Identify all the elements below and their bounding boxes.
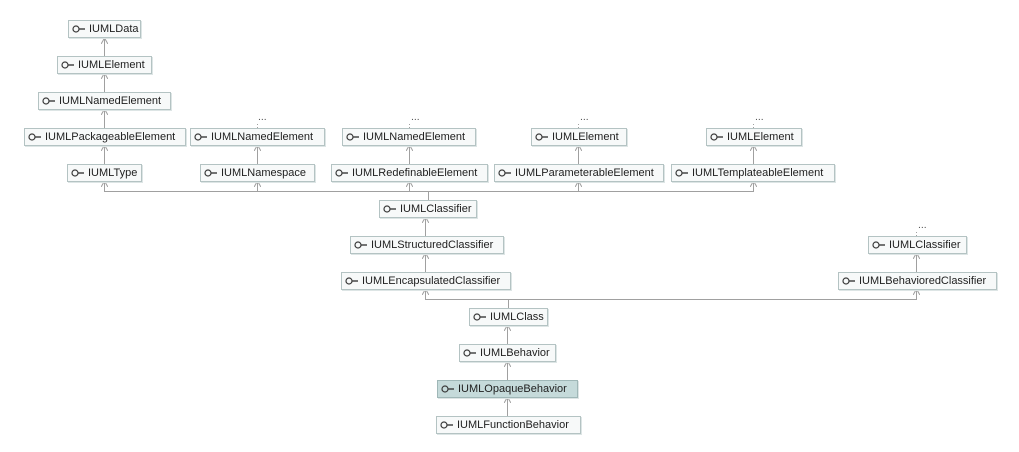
ellipsis-element-2: ... [580,113,589,123]
node-iumlpackageableelement[interactable]: IUMLPackageableElement [24,128,186,146]
node-label: IUMLPackageableElement [45,131,176,143]
interface-icon [675,169,688,177]
interface-icon [354,241,367,249]
node-iumldata[interactable]: IUMLData [68,20,141,38]
node-label: IUMLNamespace [221,167,306,179]
node-iumlnamedelement[interactable]: IUMLNamedElement [38,92,171,110]
node-label: IUMLRedefinableElement [352,167,478,179]
node-iumlstructuredclassifier[interactable]: IUMLStructuredClassifier [350,236,504,254]
node-label: IUMLData [89,23,139,35]
node-label: IUMLClassifier [889,239,961,251]
node-label: IUMLOpaqueBehavior [458,383,567,395]
node-label: IUMLNamedElement [211,131,314,143]
interface-icon [440,421,453,429]
ellipsis-element-3: ... [755,113,764,123]
node-label: IUMLParameterableElement [515,167,654,179]
node-label: IUMLTemplateableElement [692,167,824,179]
node-iumlnamedelement-3[interactable]: IUMLNamedElement [342,128,476,146]
node-iumlclassifier[interactable]: IUMLClassifier [379,200,477,218]
interface-icon [383,205,396,213]
interface-icon [473,313,486,321]
node-label: IUMLClass [490,311,544,323]
node-iumlelement[interactable]: IUMLElement [57,56,152,74]
node-iumlelement-3[interactable]: IUMLElement [706,128,802,146]
node-label: IUMLBehavior [480,347,550,359]
edge-class-bus [425,289,917,308]
interface-icon [498,169,511,177]
node-iumlencapsulatedclassifier[interactable]: IUMLEncapsulatedClassifier [341,272,511,290]
interface-icon [345,277,358,285]
node-iumlfunctionbehavior[interactable]: IUMLFunctionBehavior [436,416,581,434]
node-iumlclassifier-2[interactable]: IUMLClassifier [868,236,967,254]
node-label: IUMLNamedElement [363,131,466,143]
ellipsis-named-2: ... [258,113,267,123]
node-iumlclass[interactable]: IUMLClass [469,308,548,326]
interface-icon [71,169,84,177]
node-iumlelement-2[interactable]: IUMLElement [531,128,627,146]
node-iumlbehavior[interactable]: IUMLBehavior [459,344,556,362]
ellipsis-classifier-2: ... [918,221,927,231]
interface-icon [535,133,548,141]
edge-classifier-bus [104,181,754,200]
node-label: IUMLNamedElement [59,95,162,107]
node-label: IUMLEncapsulatedClassifier [362,275,501,287]
node-iumlnamespace[interactable]: IUMLNamespace [200,164,315,182]
node-label: IUMLClassifier [400,203,472,215]
node-iumltemplateableelement[interactable]: IUMLTemplateableElement [671,164,835,182]
node-label: IUMLFunctionBehavior [457,419,569,431]
node-iumlbehavioredclassifier[interactable]: IUMLBehavioredClassifier [838,272,997,290]
interface-icon [194,133,207,141]
interface-icon [72,25,85,33]
node-label: IUMLElement [727,131,794,143]
interface-icon [872,241,885,249]
node-label: IUMLElement [552,131,619,143]
node-iumlparameterableelement[interactable]: IUMLParameterableElement [494,164,664,182]
node-iumlredefinableelement[interactable]: IUMLRedefinableElement [331,164,488,182]
interface-icon [441,385,454,393]
interface-icon [61,61,74,69]
interface-icon [28,133,41,141]
node-label: IUMLStructuredClassifier [371,239,494,251]
node-label: IUMLBehavioredClassifier [859,275,987,287]
interface-icon [42,97,55,105]
interface-icon [463,349,476,357]
node-label: IUMLType [88,167,138,179]
interface-icon [710,133,723,141]
node-iumlopaquebehavior[interactable]: IUMLOpaqueBehavior [437,380,578,398]
ellipsis-named-3: ... [411,113,420,123]
interface-icon [204,169,217,177]
node-label: IUMLElement [78,59,145,71]
node-iumlnamedelement-2[interactable]: IUMLNamedElement [190,128,325,146]
interface-icon [335,169,348,177]
interface-icon [842,277,855,285]
node-iumltype[interactable]: IUMLType [67,164,142,182]
interface-icon [346,133,359,141]
